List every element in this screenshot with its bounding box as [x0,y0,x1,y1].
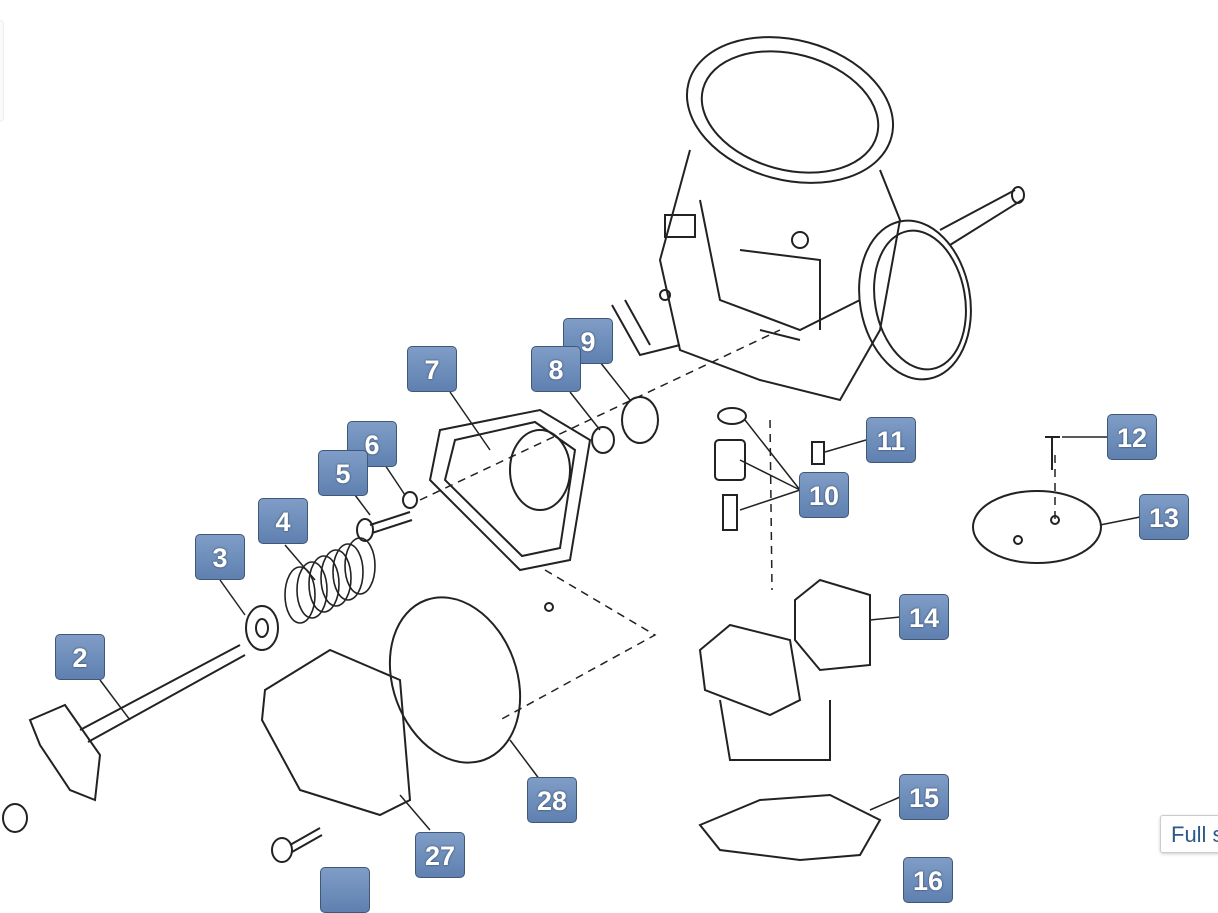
callout-4[interactable]: 4 [258,498,308,544]
callout-8[interactable]: 8 [531,346,581,392]
callout-13[interactable]: 13 [1139,494,1189,540]
full-size-button[interactable]: Full s [1160,815,1218,853]
callout-28[interactable]: 28 [527,777,577,823]
callout-6[interactable]: 6 [347,421,397,467]
callout-11[interactable]: 11 [866,417,916,463]
callout-partial[interactable] [320,867,370,913]
callout-7[interactable]: 7 [407,346,457,392]
callout-16[interactable]: 16 [903,857,953,903]
callout-2[interactable]: 2 [55,634,105,680]
callout-5[interactable]: 5 [318,450,368,496]
callout-27[interactable]: 27 [415,832,465,878]
callout-14[interactable]: 14 [899,594,949,640]
callout-9[interactable]: 9 [563,318,613,364]
carburetor-body [611,36,1025,402]
carburetor-exploded-diagram [2,36,1141,863]
callout-3[interactable]: 3 [195,534,245,580]
callout-12[interactable]: 12 [1107,414,1157,460]
callout-15[interactable]: 15 [899,774,949,820]
callout-10[interactable]: 10 [799,472,849,518]
